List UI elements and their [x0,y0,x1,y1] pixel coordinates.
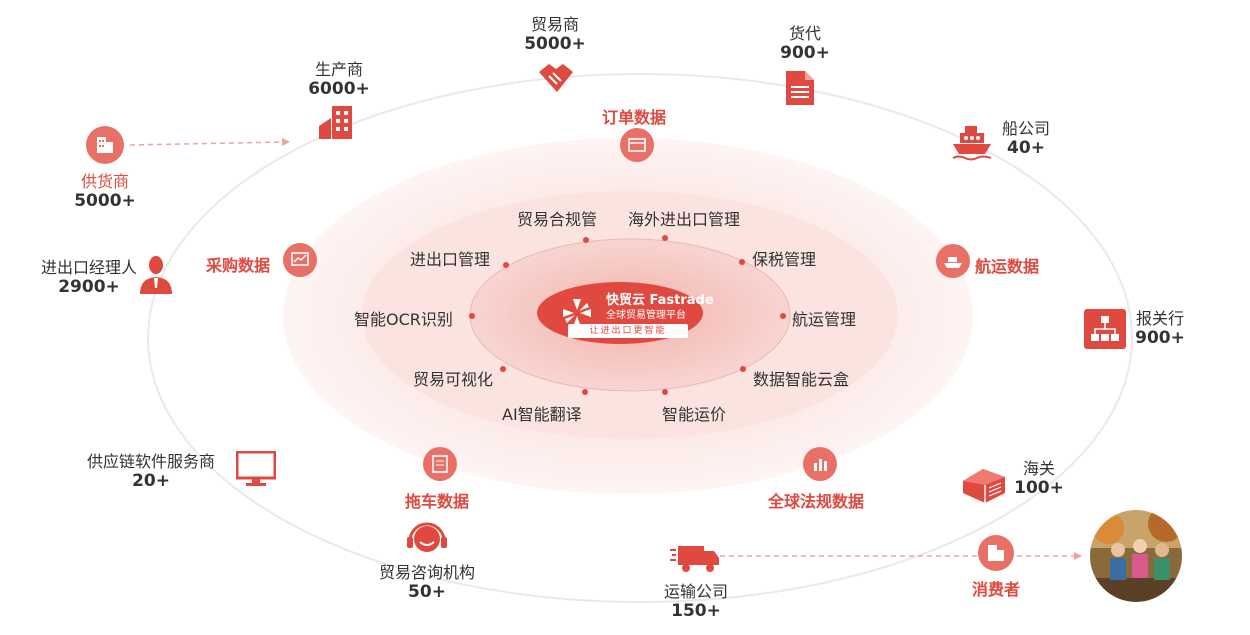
participant-trader: 贸易商 5000+ [524,15,586,55]
org-chart-icon [1084,309,1126,349]
feature-import-export-mgmt: 进出口管理 [410,250,491,269]
consumer-building-icon [978,535,1014,571]
truck-icon [670,546,719,572]
towing-data-icon [423,447,457,481]
warehouse-icon [963,469,1005,503]
participant-trade-consulting: 贸易咨询机构 50+ [378,563,475,603]
data-towing: 拖车数据 [405,492,470,511]
participant-transport-company: 运输公司 150+ [663,582,728,622]
factory-icon [319,106,352,139]
feature-overseas-import-export: 海外进出口管理 [628,210,741,229]
center-slogan: 让进出口更智能 [568,324,688,338]
data-order: 订单数据 [602,108,667,127]
participant-shipping-company: 船公司 40+ [1001,119,1050,159]
manager-icon [140,256,172,294]
building-icon [86,126,124,164]
participant-supply-chain-software: 供应链软件服务商 20+ [86,452,215,492]
order-data-icon [620,128,654,162]
feature-data-cloud-box: 数据智能云盒 [753,370,850,389]
center-subtitle: 全球贸易管理平台 [606,310,686,321]
data-purchase: 采购数据 [206,256,271,275]
participant-consumer: 消费者 [971,580,1020,599]
participant-forwarder: 货代 900+ [780,24,830,64]
feature-trade-compliance: 贸易合规管 [517,210,598,229]
purchase-data-icon [283,243,317,277]
data-global-regulation: 全球法规数据 [768,492,865,511]
feature-ai-translation: AI智能翻译 [502,405,582,424]
participant-supplier: 供货商 5000+ [74,172,136,212]
feature-shipping-mgmt: 航运管理 [792,310,857,329]
document-icon [786,71,814,105]
regulation-data-icon [803,447,837,481]
participant-import-export-manager: 进出口经理人 2900+ [40,258,137,298]
feature-trade-visualization: 贸易可视化 [413,370,494,389]
shipping-data-icon [936,244,970,278]
ship-icon [952,126,992,161]
outer-ring [147,73,1133,603]
feature-bonded-mgmt: 保税管理 [752,250,817,269]
fastrade-logo-icon [563,299,591,327]
headset-icon [407,522,447,552]
data-shipping: 航运数据 [975,257,1040,276]
participant-customs: 海关 100+ [1014,459,1064,499]
monitor-icon [236,451,276,486]
handshake-icon [539,64,573,92]
center-brand: 快贸云 Fastrade [606,293,714,308]
feature-smart-freight: 智能运价 [662,405,727,424]
participant-customs-broker: 报关行 900+ [1135,309,1185,349]
participant-manufacturer: 生产商 6000+ [308,60,370,100]
consumer-photo [1088,508,1184,604]
feature-ocr: 智能OCR识别 [354,310,453,329]
